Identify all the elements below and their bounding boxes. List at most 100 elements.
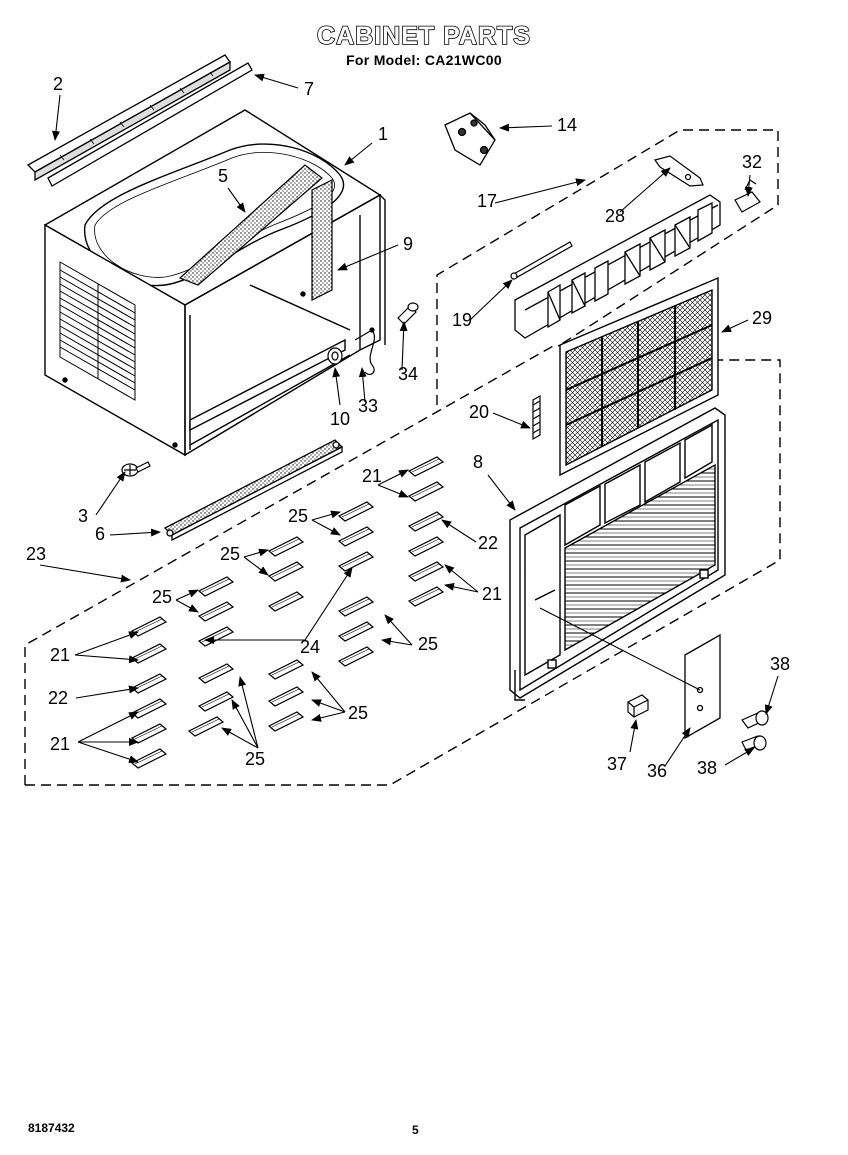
leader-line: [444, 564, 479, 593]
louver-clip: [337, 621, 375, 642]
leader-line: [311, 510, 341, 521]
part-6-bracket: [163, 439, 344, 542]
louver-clip-edge: [271, 713, 300, 728]
louver-clip: [197, 691, 235, 712]
callout-33: 33: [358, 396, 378, 416]
side-louvers: [59, 261, 136, 401]
callout-22a: 22: [478, 533, 498, 553]
part-36-plate: [539, 607, 721, 740]
part-5-foam-strip: [178, 164, 323, 286]
leader-line: [74, 631, 139, 656]
callout-2: 2: [53, 74, 63, 94]
callout-19: 19: [452, 310, 472, 330]
page-title: CABINET PARTS: [316, 21, 531, 51]
part-7-strip: [47, 62, 253, 187]
leader-line: [469, 279, 513, 321]
louver-clip: [337, 551, 375, 572]
callout-25d: 25: [418, 634, 438, 654]
part-8-front-grille: [509, 407, 726, 701]
louver-clip: [337, 501, 375, 522]
leader-line: [344, 142, 373, 166]
leader-line: [311, 699, 346, 713]
louver-clip-edge: [341, 598, 370, 613]
louver-clip-edge: [271, 661, 300, 676]
part-37-block: [627, 694, 649, 718]
part-1-cabinet: [43, 109, 386, 457]
leader-line: [381, 637, 413, 646]
louver-clip: [187, 716, 225, 737]
louver-clip: [267, 686, 305, 707]
louver-clip-edge: [271, 593, 300, 608]
louver-clip-edge: [134, 750, 163, 765]
callout-14: 14: [557, 115, 577, 135]
louver-clip-edge: [134, 645, 163, 660]
part-32-clip: [734, 179, 761, 213]
leader-line: [77, 741, 139, 763]
dashed-frame-top-right: [436, 129, 779, 405]
louver-clip-edge: [201, 665, 230, 680]
callout-37: 37: [607, 754, 627, 774]
leader-line: [492, 412, 531, 429]
callout-38a: 38: [770, 654, 790, 674]
callout-labels: 1 2 3 5 6 7 8 9 10 14 17 19 20 21 21 21 …: [26, 74, 790, 781]
louver-clip: [267, 591, 305, 612]
leader-line: [175, 589, 199, 601]
louver-clip-edge: [201, 578, 230, 593]
louver-clip: [337, 596, 375, 617]
leader-line: [764, 675, 779, 715]
callout-5: 5: [218, 166, 228, 186]
louver-clip-edge: [271, 563, 300, 578]
louver-clip: [267, 659, 305, 680]
leader-line: [499, 123, 553, 132]
part-29-filter: [559, 276, 719, 477]
leader-line: [337, 244, 399, 271]
leader-line: [175, 599, 199, 613]
louver-clip-edge: [411, 458, 440, 473]
callout-21b: 21: [482, 584, 502, 604]
part-20-comb: [532, 394, 541, 441]
part-38-screws: [741, 710, 769, 751]
leader-line: [304, 567, 353, 641]
part-33-clip: [354, 327, 375, 376]
leader-line: [487, 474, 516, 511]
callout-9: 9: [403, 234, 413, 254]
part-9-foam-strip: [311, 179, 333, 301]
callout-3: 3: [78, 506, 88, 526]
part-17-control-bracket: [514, 194, 721, 339]
leader-line: [441, 519, 477, 543]
callout-17: 17: [477, 191, 497, 211]
louver-clip-edge: [341, 648, 370, 663]
callout-25a: 25: [288, 506, 308, 526]
louver-clip: [267, 561, 305, 582]
leader-line: [243, 556, 269, 576]
leader-line: [721, 319, 749, 333]
leader-lines: [39, 73, 779, 767]
louver-clip-edge: [411, 563, 440, 578]
leader-line: [238, 676, 259, 749]
louver-clip-edge: [411, 483, 440, 498]
callout-28: 28: [605, 206, 625, 226]
louver-clip-edge: [191, 718, 220, 733]
leader-line: [399, 321, 408, 371]
leader-line: [39, 564, 131, 583]
louver-clip-edge: [271, 538, 300, 553]
callout-38b: 38: [697, 758, 717, 778]
leader-line: [52, 94, 61, 141]
leader-line: [75, 685, 139, 699]
louver-clip: [407, 481, 445, 502]
louver-clip-edge: [134, 700, 163, 715]
callout-34: 34: [398, 364, 418, 384]
part-2-rail: [26, 54, 231, 182]
leader-line: [311, 711, 346, 722]
leader-line: [221, 727, 259, 749]
callout-20: 20: [469, 402, 489, 422]
page-number: 5: [412, 1123, 419, 1137]
louver-clips: [130, 456, 445, 769]
leader-line: [494, 178, 586, 204]
leader-line: [664, 727, 691, 767]
louver-clip: [197, 576, 235, 597]
leader-line: [243, 548, 269, 558]
leader-line: [444, 582, 479, 593]
louver-clip-edge: [134, 725, 163, 740]
